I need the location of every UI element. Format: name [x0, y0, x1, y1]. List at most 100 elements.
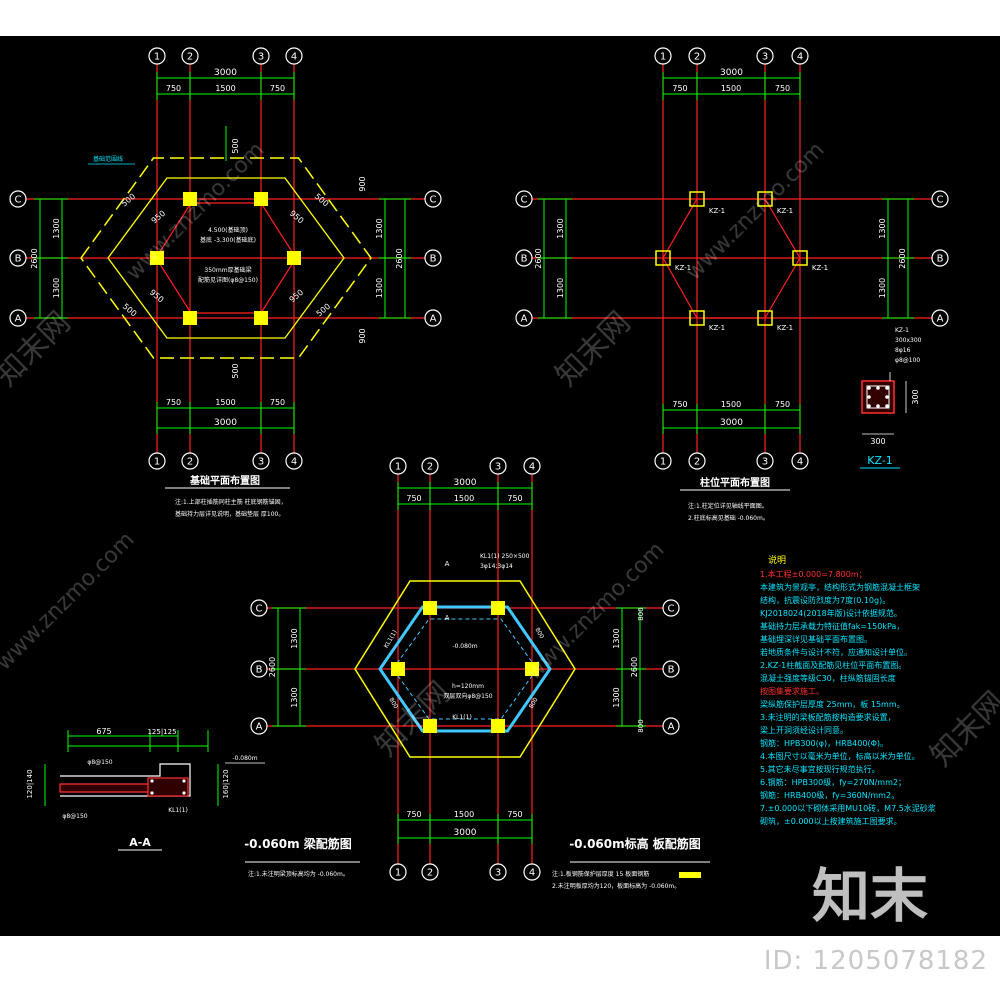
foundation-axis-bubble-1 — [148, 452, 166, 470]
slab-note: 2.未注明板厚均为120，板面标高为 -0.060m。 — [552, 882, 680, 890]
beam-label: KL1(1) 250×500 — [480, 553, 530, 560]
beam-dim-side: 750 — [406, 810, 421, 819]
beam-axis-bubble-C-label: C — [256, 604, 263, 615]
beam-axis-bubble-2 — [421, 863, 439, 881]
notes-line: KJ2018024(2018年版)设计依据规范。 — [760, 609, 902, 618]
notes-line: 6.钢筋：HPB300级，fy=270N/mm2； — [760, 778, 906, 787]
beam-column — [491, 719, 505, 733]
foundation-note: 注:1.上部柱插筋同柱主筋 柱底钢筋锚固， — [175, 498, 287, 506]
slab-note: 注:1.板钢筋保护层厚度 15 板面钢筋 — [552, 870, 649, 878]
column-axis-bubble-4 — [791, 452, 809, 470]
foundation-dim-950: 950 — [288, 288, 305, 305]
foundation-elev-text: 基底 -3.300(基础底) — [200, 236, 256, 244]
foundation-axis-bubble-3-label: 3 — [258, 52, 264, 63]
column-dim-side: 750 — [672, 84, 687, 93]
kz1-detail-spec: 300x300 — [895, 337, 922, 344]
column-beam-line — [764, 198, 801, 319]
slab-note-highlight — [679, 872, 701, 878]
notes-line: 本建筑为景观亭，结构形式为钢筋混凝土框架 — [760, 583, 920, 592]
beam-mark: KL1(1) — [452, 714, 472, 721]
beam-column — [525, 662, 539, 676]
foundation-column — [254, 311, 268, 325]
column-kz1-label: KZ-1 — [709, 324, 725, 332]
column-axis-bubble-4-label: 4 — [797, 52, 803, 63]
foundation-axis-bubble-2-label: 2 — [187, 457, 193, 468]
foundation-axis-bubble-B-label: B — [15, 254, 22, 265]
column-dim-side: 750 — [775, 84, 790, 93]
foundation-axis-bubble-4-label: 4 — [291, 52, 297, 63]
foundation-dim-middle: 1500 — [215, 398, 235, 407]
foundation-column — [183, 311, 197, 325]
column-axis-bubble-A-label: A — [937, 314, 944, 325]
notes-panel: 说明 1.本工程±0.000=7.800m； 本建筑为景观亭，结构形式为钢筋混凝… — [760, 555, 985, 828]
column-axis-bubble-3-label: 3 — [762, 52, 768, 63]
beam-plan-title: -0.060m 梁配筋图 — [244, 836, 352, 851]
column-kz1-label: KZ-1 — [777, 324, 793, 332]
column-dim-total-h: 2600 — [534, 248, 543, 268]
beam-column — [423, 719, 437, 733]
section-rebar-label: φ8@150 — [62, 813, 87, 820]
column-axis-bubble-C-label: C — [937, 195, 944, 206]
foundation-plan-title: 基础平面布置图 — [189, 474, 260, 487]
foundation-axis-bubble-A-label: A — [430, 314, 437, 325]
beam-dim-800: 800 — [533, 627, 545, 641]
notes-line: 基础持力层承载力特征值fak=150kPa， — [760, 622, 905, 631]
beam-dim-total: 3000 — [454, 478, 477, 488]
beam-axis-bubble-A — [662, 717, 680, 735]
watermark-text: www.znzmo.com — [521, 537, 669, 685]
beam-dim-middle: 1500 — [454, 494, 474, 503]
foundation-axis-bubble-B-label: B — [430, 254, 437, 265]
column-axis-bubble-A-label: A — [521, 314, 528, 325]
foundation-column — [254, 192, 268, 206]
foundation-dim-side-h: 1300 — [375, 218, 384, 238]
beam-axis-bubble-C — [250, 599, 268, 617]
beam-dim-800: 800 — [637, 607, 645, 620]
column-axis-bubble-3 — [756, 452, 774, 470]
foundation-axis-bubble-1 — [148, 47, 166, 65]
beam-dim-total-h: 2600 — [268, 657, 277, 677]
beam-note: 注:1.未注明梁顶标高均为 -0.060m。 — [248, 870, 349, 878]
foundation-dim-950: 950 — [148, 288, 165, 305]
column-axis-bubble-1 — [654, 452, 672, 470]
column-kz1-label: KZ-1 — [777, 207, 793, 215]
foundation-axis-bubble-1-label: 1 — [154, 457, 160, 468]
notes-line: 钢筋：HPB300(φ)，HRB400(Φ)。 — [760, 739, 888, 748]
section-rebar-dot — [150, 779, 154, 783]
foundation-beam-text: 350mm厚基础梁 — [204, 266, 251, 274]
column-note: 注:1.柱定位详见轴线平面图。 — [688, 502, 768, 510]
foundation-dim-side-h: 1300 — [375, 278, 384, 298]
beam-axis-bubble-3-label: 3 — [495, 868, 501, 879]
image-id-label: ID: 1205078182 — [763, 946, 988, 976]
section-rebar-dot — [182, 779, 186, 783]
beam-dim-side-h: 1300 — [290, 628, 299, 648]
foundation-dim-middle: 1500 — [215, 84, 235, 93]
beam-axis-bubble-4-label: 4 — [529, 462, 535, 473]
foundation-dim-side-h: 1300 — [52, 218, 61, 238]
column-kz1-marker — [757, 191, 773, 207]
section-dim-125: 125|125 — [147, 728, 176, 736]
column-axis-bubble-2-label: 2 — [694, 457, 700, 468]
notes-line: 7.±0.000以下砌体采用MU10砖，M7.5水泥砂浆 — [760, 804, 936, 813]
beam-column — [491, 601, 505, 615]
foundation-axis-bubble-2 — [181, 452, 199, 470]
foundation-dim-total-h: 2600 — [30, 248, 39, 268]
foundation-dim-500: 500 — [313, 192, 330, 209]
foundation-dim-900: 900 — [358, 176, 367, 191]
foundation-column — [183, 192, 197, 206]
foundation-axis-bubble-3 — [252, 452, 270, 470]
column-axis-bubble-1-label: 1 — [660, 457, 666, 468]
foundation-elev-text: 4.500(基础顶) — [208, 226, 248, 234]
beam-slab-elev: -0.080m — [452, 643, 477, 650]
beam-axis-bubble-4 — [523, 457, 541, 475]
kz1-detail-bar — [876, 386, 880, 390]
beam-dim-800: 800 — [637, 719, 645, 732]
beam-axis-bubble-1 — [389, 457, 407, 475]
beam-axis-bubble-A — [250, 717, 268, 735]
foundation-dim-500: 500 — [231, 138, 240, 153]
foundation-axis-bubble-C — [424, 190, 442, 208]
watermark-text: www.znzmo.com — [121, 137, 269, 285]
section-beam — [147, 777, 189, 797]
beam-axis-bubble-B — [662, 660, 680, 678]
column-axis-bubble-3-label: 3 — [762, 457, 768, 468]
